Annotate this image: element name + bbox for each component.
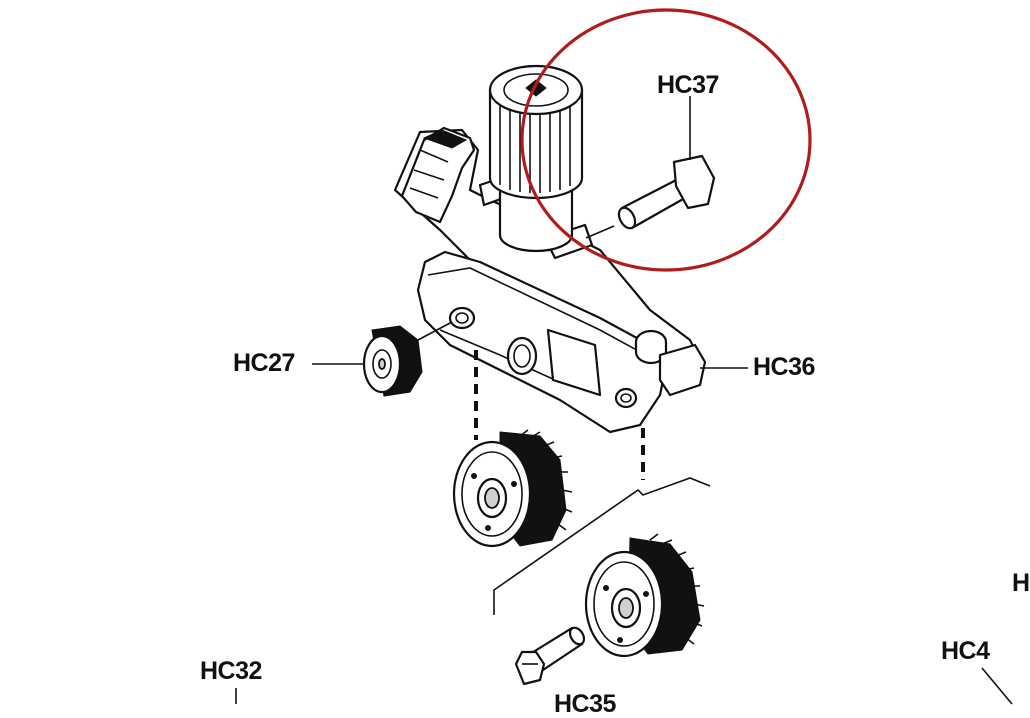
pivot-pin (617, 154, 716, 230)
tension-knob (488, 64, 584, 253)
knurled-thumb-nut (362, 325, 423, 397)
drive-roll-upper (452, 429, 573, 548)
leader-knob-pin (417, 321, 453, 341)
roll-bolt (514, 626, 586, 686)
callout-hc32: HC32 (200, 657, 262, 685)
leader-hc4 (981, 667, 1013, 705)
callout-hc27: HC27 (233, 349, 295, 377)
callout-hc35: HC35 (554, 690, 616, 718)
callout-hc4: HC4 (941, 637, 990, 665)
callout-edge-h: H (1012, 569, 1030, 597)
exploded-parts-diagram (235, 8, 1013, 705)
grouping-bracket (493, 477, 711, 615)
leader-pin-arm (585, 225, 615, 239)
callout-hc37: HC37 (657, 71, 719, 99)
callout-hc36: HC36 (753, 353, 815, 381)
highlight-circle (520, 8, 812, 272)
tension-arm-assembly (393, 126, 707, 434)
drive-roll-lower (584, 533, 705, 658)
